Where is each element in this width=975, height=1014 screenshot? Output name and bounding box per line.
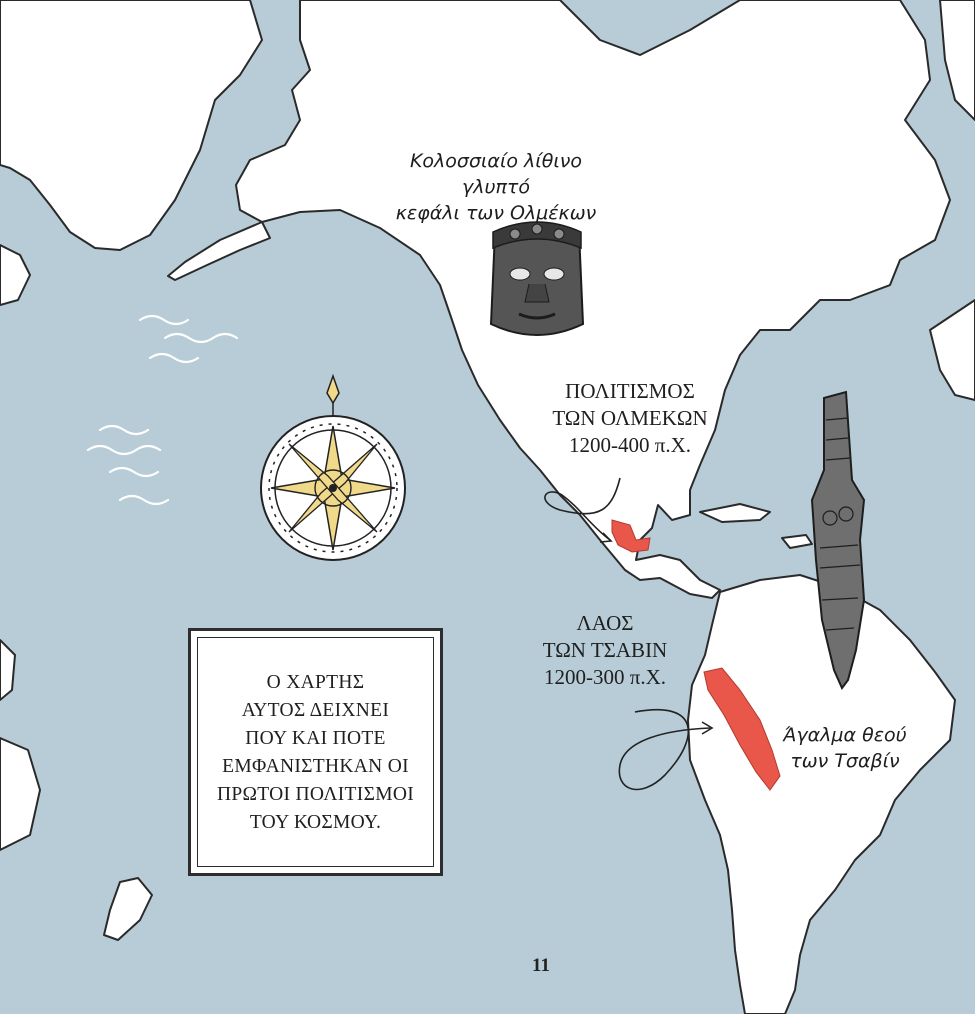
- info-line: ΠΡΩΤΟΙ ΠΟΛΙΤΙΣΜΟΙ: [216, 784, 415, 805]
- caption-line: κεφάλι των Ολμέκων: [395, 202, 597, 224]
- caption-line: Κολοσσιαίο λίθινο γλυπτό: [409, 150, 583, 198]
- info-line: ΠΟΥ ΚΑΙ ΠΟΤΕ: [245, 728, 386, 749]
- olmec-arrowhead: [599, 532, 613, 543]
- caribbean-island: [699, 503, 771, 523]
- chavin-statue-caption: Άγαλμα θεού των Τσαβίν: [770, 722, 920, 774]
- asia-island: [0, 244, 31, 306]
- caption-line: των Τσαβίν: [790, 750, 900, 772]
- wave-icon: [86, 314, 239, 506]
- olmec-civilization-label: ΠΟΛΙΤΙΣΜΟΣ ΤΩΝ ΟΛΜΕΚΩΝ 1200-400 π.Χ.: [530, 378, 730, 459]
- olmec-head-caption: Κολοσσιαίο λίθινο γλυπτό κεφάλι των Ολμέ…: [380, 148, 612, 226]
- olmec-region: [611, 519, 651, 553]
- info-line: ΤΟΥ ΚΟΣΜΟΥ.: [249, 812, 382, 833]
- new-zealand: [103, 877, 153, 941]
- north-america: [235, 0, 951, 599]
- label-line: ΠΟΛΙΤΙΣΜΟΣ: [565, 379, 695, 403]
- page-number: 11: [532, 955, 550, 976]
- south-america: [687, 574, 956, 1014]
- pacific-island: [0, 737, 41, 851]
- label-line: ΤΩΝ ΟΛΜΕΚΩΝ: [552, 406, 708, 430]
- caption-line: Άγαλμα θεού: [783, 724, 907, 746]
- label-line: ΛΑΟΣ: [576, 611, 634, 635]
- alaska-peninsula: [167, 221, 271, 281]
- label-line: ΤΩΝ ΤΣΑΒΙΝ: [542, 638, 668, 662]
- olmec-arrow: [544, 477, 621, 541]
- arctic-island: [939, 0, 975, 121]
- olmec-head-icon: [489, 221, 585, 336]
- chavin-arrowhead: [701, 721, 714, 735]
- caribbean-island: [781, 534, 813, 549]
- chavin-statue-icon: [810, 390, 866, 690]
- compass-rose-icon: [260, 373, 406, 561]
- info-box-text: Ο ΧΑΡΤΗΣ ΑΥΤΟΣ ΔΕΙΧΝΕΙ ΠΟΥ ΚΑΙ ΠΟΤΕ ΕΜΦΑ…: [201, 669, 430, 837]
- label-line: 1200-300 π.Χ.: [543, 665, 666, 689]
- info-line: ΕΜΦΑΝΙΣΤΗΚΑΝ ΟΙ: [222, 756, 409, 777]
- info-line: Ο ΧΑΡΤΗΣ: [266, 672, 365, 693]
- arctic-island: [929, 299, 975, 401]
- chavin-civilization-label: ΛΑΟΣ ΤΩΝ ΤΣΑΒΙΝ 1200-300 π.Χ.: [520, 610, 690, 691]
- label-line: 1200-400 π.Χ.: [568, 433, 691, 457]
- info-box: Ο ΧΑΡΤΗΣ ΑΥΤΟΣ ΔΕΙΧΝΕΙ ΠΟΥ ΚΑΙ ΠΟΤΕ ΕΜΦΑ…: [188, 628, 443, 876]
- asia-landmass: [0, 0, 263, 251]
- pacific-island: [0, 639, 16, 701]
- chavin-arrow: [618, 709, 711, 791]
- info-line: ΑΥΤΟΣ ΔΕΙΧΝΕΙ: [241, 700, 390, 721]
- chavin-region: [703, 667, 781, 791]
